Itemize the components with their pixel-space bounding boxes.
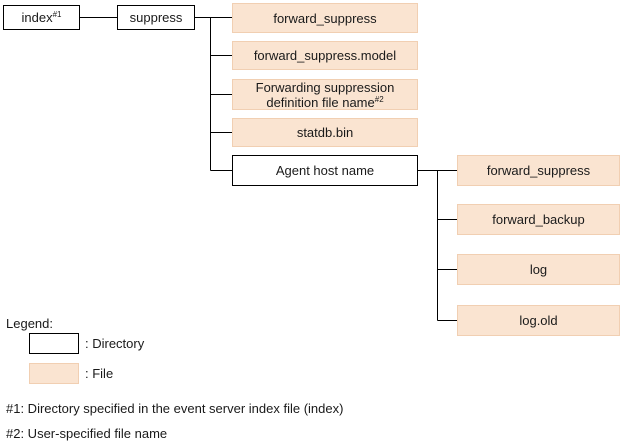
node-agent-forward-suppress: forward_suppress bbox=[457, 155, 620, 186]
node-log-label: log bbox=[529, 262, 548, 277]
node-forward-suppress-model: forward_suppress.model bbox=[232, 41, 418, 70]
node-log-old-label: log.old bbox=[519, 313, 558, 328]
node-suppression-def-line2: definition file name bbox=[266, 94, 375, 110]
node-suppression-def-line1: Forwarding suppression bbox=[255, 79, 395, 95]
node-forward-suppress-model-label: forward_suppress.model bbox=[253, 48, 397, 63]
legend-directory-swatch bbox=[29, 333, 79, 354]
node-forward-backup-label: forward_backup bbox=[492, 212, 585, 227]
legend-file-swatch bbox=[29, 363, 79, 384]
node-agent-forward-suppress-label: forward_suppress bbox=[486, 163, 591, 178]
node-index: index#1 bbox=[3, 5, 80, 30]
legend-directory-label: : Directory bbox=[85, 336, 145, 351]
node-log: log bbox=[457, 254, 620, 285]
node-suppression-def-line2-wrap: definition file name#2 bbox=[266, 95, 383, 110]
footnote-2: #2: User-specified file name bbox=[6, 426, 168, 441]
legend-file-label: : File bbox=[85, 366, 114, 381]
node-suppress: suppress bbox=[117, 5, 195, 30]
node-suppress-label: suppress bbox=[129, 10, 183, 25]
node-forward-suppress-label: forward_suppress bbox=[273, 10, 377, 26]
legend-title: Legend: bbox=[6, 316, 53, 331]
footnote-1: #1: Directory specified in the event ser… bbox=[6, 401, 344, 416]
node-agent-host-label: Agent host name bbox=[275, 163, 375, 178]
note-marker-1: #1 bbox=[52, 10, 62, 19]
node-statdb-label: statdb.bin bbox=[296, 125, 354, 140]
node-suppression-definition-file: Forwarding suppression definition file n… bbox=[232, 79, 418, 110]
note-marker-2: #2 bbox=[374, 94, 384, 104]
node-forward-backup: forward_backup bbox=[457, 204, 620, 235]
node-forward-suppress: forward_suppress bbox=[232, 3, 418, 33]
node-statdb: statdb.bin bbox=[232, 118, 418, 147]
node-index-label: index bbox=[21, 10, 53, 25]
node-agent-host: Agent host name bbox=[232, 155, 418, 186]
node-log-old: log.old bbox=[457, 305, 620, 336]
